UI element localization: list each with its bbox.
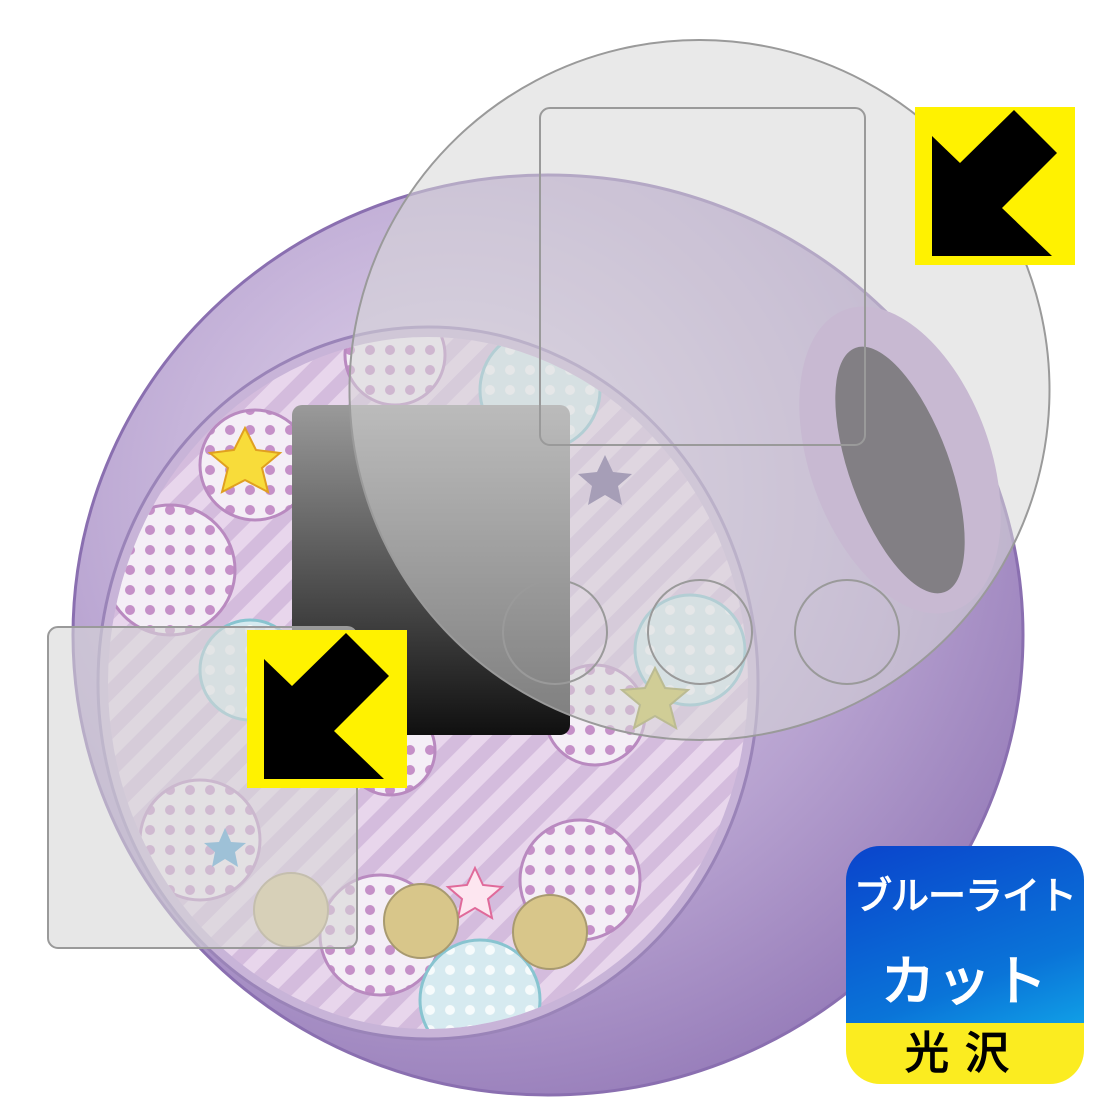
arrow-down-left-icon: [932, 110, 1057, 256]
badge-finish: 光沢: [846, 1023, 1084, 1084]
badge-line2: カット: [881, 950, 1049, 1013]
blue-light-cut-glossy-badge: ブルーライト カット 光沢: [846, 846, 1084, 1084]
device-button-center: [383, 883, 459, 959]
star-icon: [207, 425, 283, 494]
device-button-right: [512, 894, 588, 970]
arrow-box-top-right: [915, 107, 1075, 265]
arrow-box-bottom-left: [247, 630, 407, 788]
badge-line1: ブルーライト: [853, 874, 1077, 918]
arrow-down-left-icon: [264, 633, 389, 779]
star-icon: [445, 865, 505, 921]
